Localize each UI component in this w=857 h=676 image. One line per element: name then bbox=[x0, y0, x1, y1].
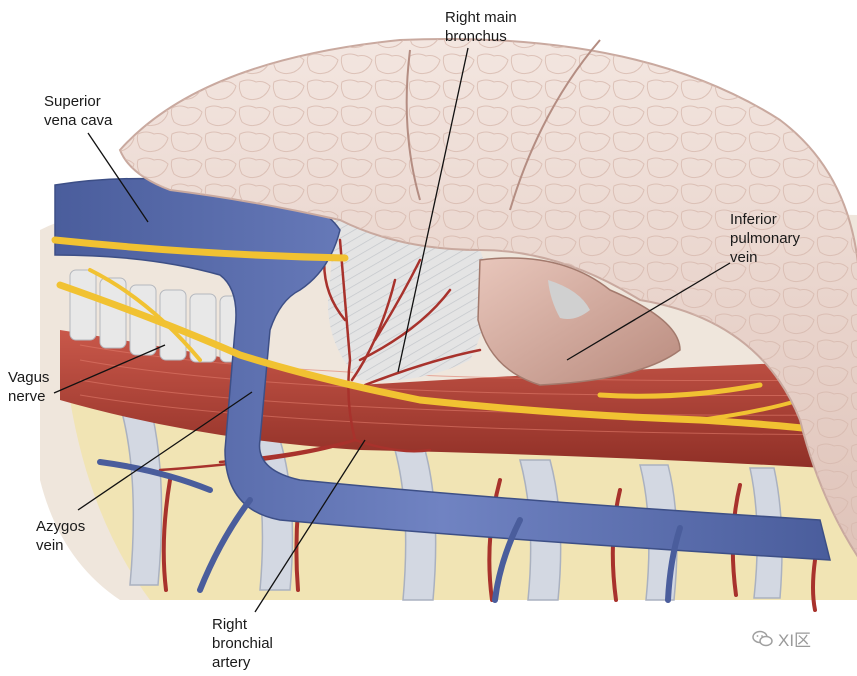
leader-vagus-nerve bbox=[53, 344, 166, 394]
label-inferior-pulmonary-vein-line2: pulmonary bbox=[730, 230, 801, 247]
label-superior-vena-cava: Superior vena cava bbox=[44, 92, 112, 130]
label-vagus-nerve-line1: Vagus bbox=[8, 369, 50, 386]
label-right-bronchial-artery-line2: bronchial bbox=[212, 635, 273, 652]
leader-lines bbox=[53, 47, 731, 613]
leader-superior-vena-cava bbox=[87, 132, 149, 223]
wechat-icon bbox=[752, 630, 773, 646]
label-right-bronchial-artery-line1: Right bbox=[212, 616, 248, 633]
right-lung bbox=[118, 38, 857, 558]
label-right-bronchial-artery-line3: artery bbox=[212, 654, 251, 671]
vagus-nerve bbox=[51, 236, 824, 434]
label-azygos-vein-line1: Azygos bbox=[36, 518, 86, 535]
label-vagus-nerve-line2: nerve bbox=[8, 388, 46, 405]
leader-inferior-pulmonary-vein bbox=[566, 262, 731, 361]
leader-right-bronchial-artery bbox=[254, 439, 366, 613]
label-right-bronchial-artery: Right bronchial artery bbox=[212, 615, 273, 672]
right-main-bronchus bbox=[69, 219, 488, 381]
label-right-main-bronchus-line2: bronchus bbox=[445, 28, 507, 45]
watermark: XI区 bbox=[752, 626, 811, 651]
label-superior-vena-cava-line2: vena cava bbox=[44, 112, 113, 129]
label-inferior-pulmonary-vein-line1: Inferior bbox=[730, 211, 777, 228]
label-inferior-pulmonary-vein: Inferior pulmonary vein bbox=[730, 210, 800, 267]
label-inferior-pulmonary-vein-line3: vein bbox=[730, 249, 758, 266]
label-right-main-bronchus: Right main bronchus bbox=[445, 8, 517, 46]
label-vagus-nerve: Vagus nerve bbox=[8, 368, 49, 406]
label-azygos-vein: Azygos vein bbox=[36, 517, 85, 555]
leader-right-main-bronchus bbox=[397, 47, 469, 373]
label-right-main-bronchus-line1: Right main bbox=[445, 9, 517, 26]
leader-azygos-vein bbox=[77, 391, 253, 511]
label-superior-vena-cava-line1: Superior bbox=[44, 93, 101, 110]
inferior-pulmonary-vein bbox=[477, 257, 681, 386]
watermark-text: XI区 bbox=[778, 631, 812, 650]
label-azygos-vein-line2: vein bbox=[36, 537, 64, 554]
